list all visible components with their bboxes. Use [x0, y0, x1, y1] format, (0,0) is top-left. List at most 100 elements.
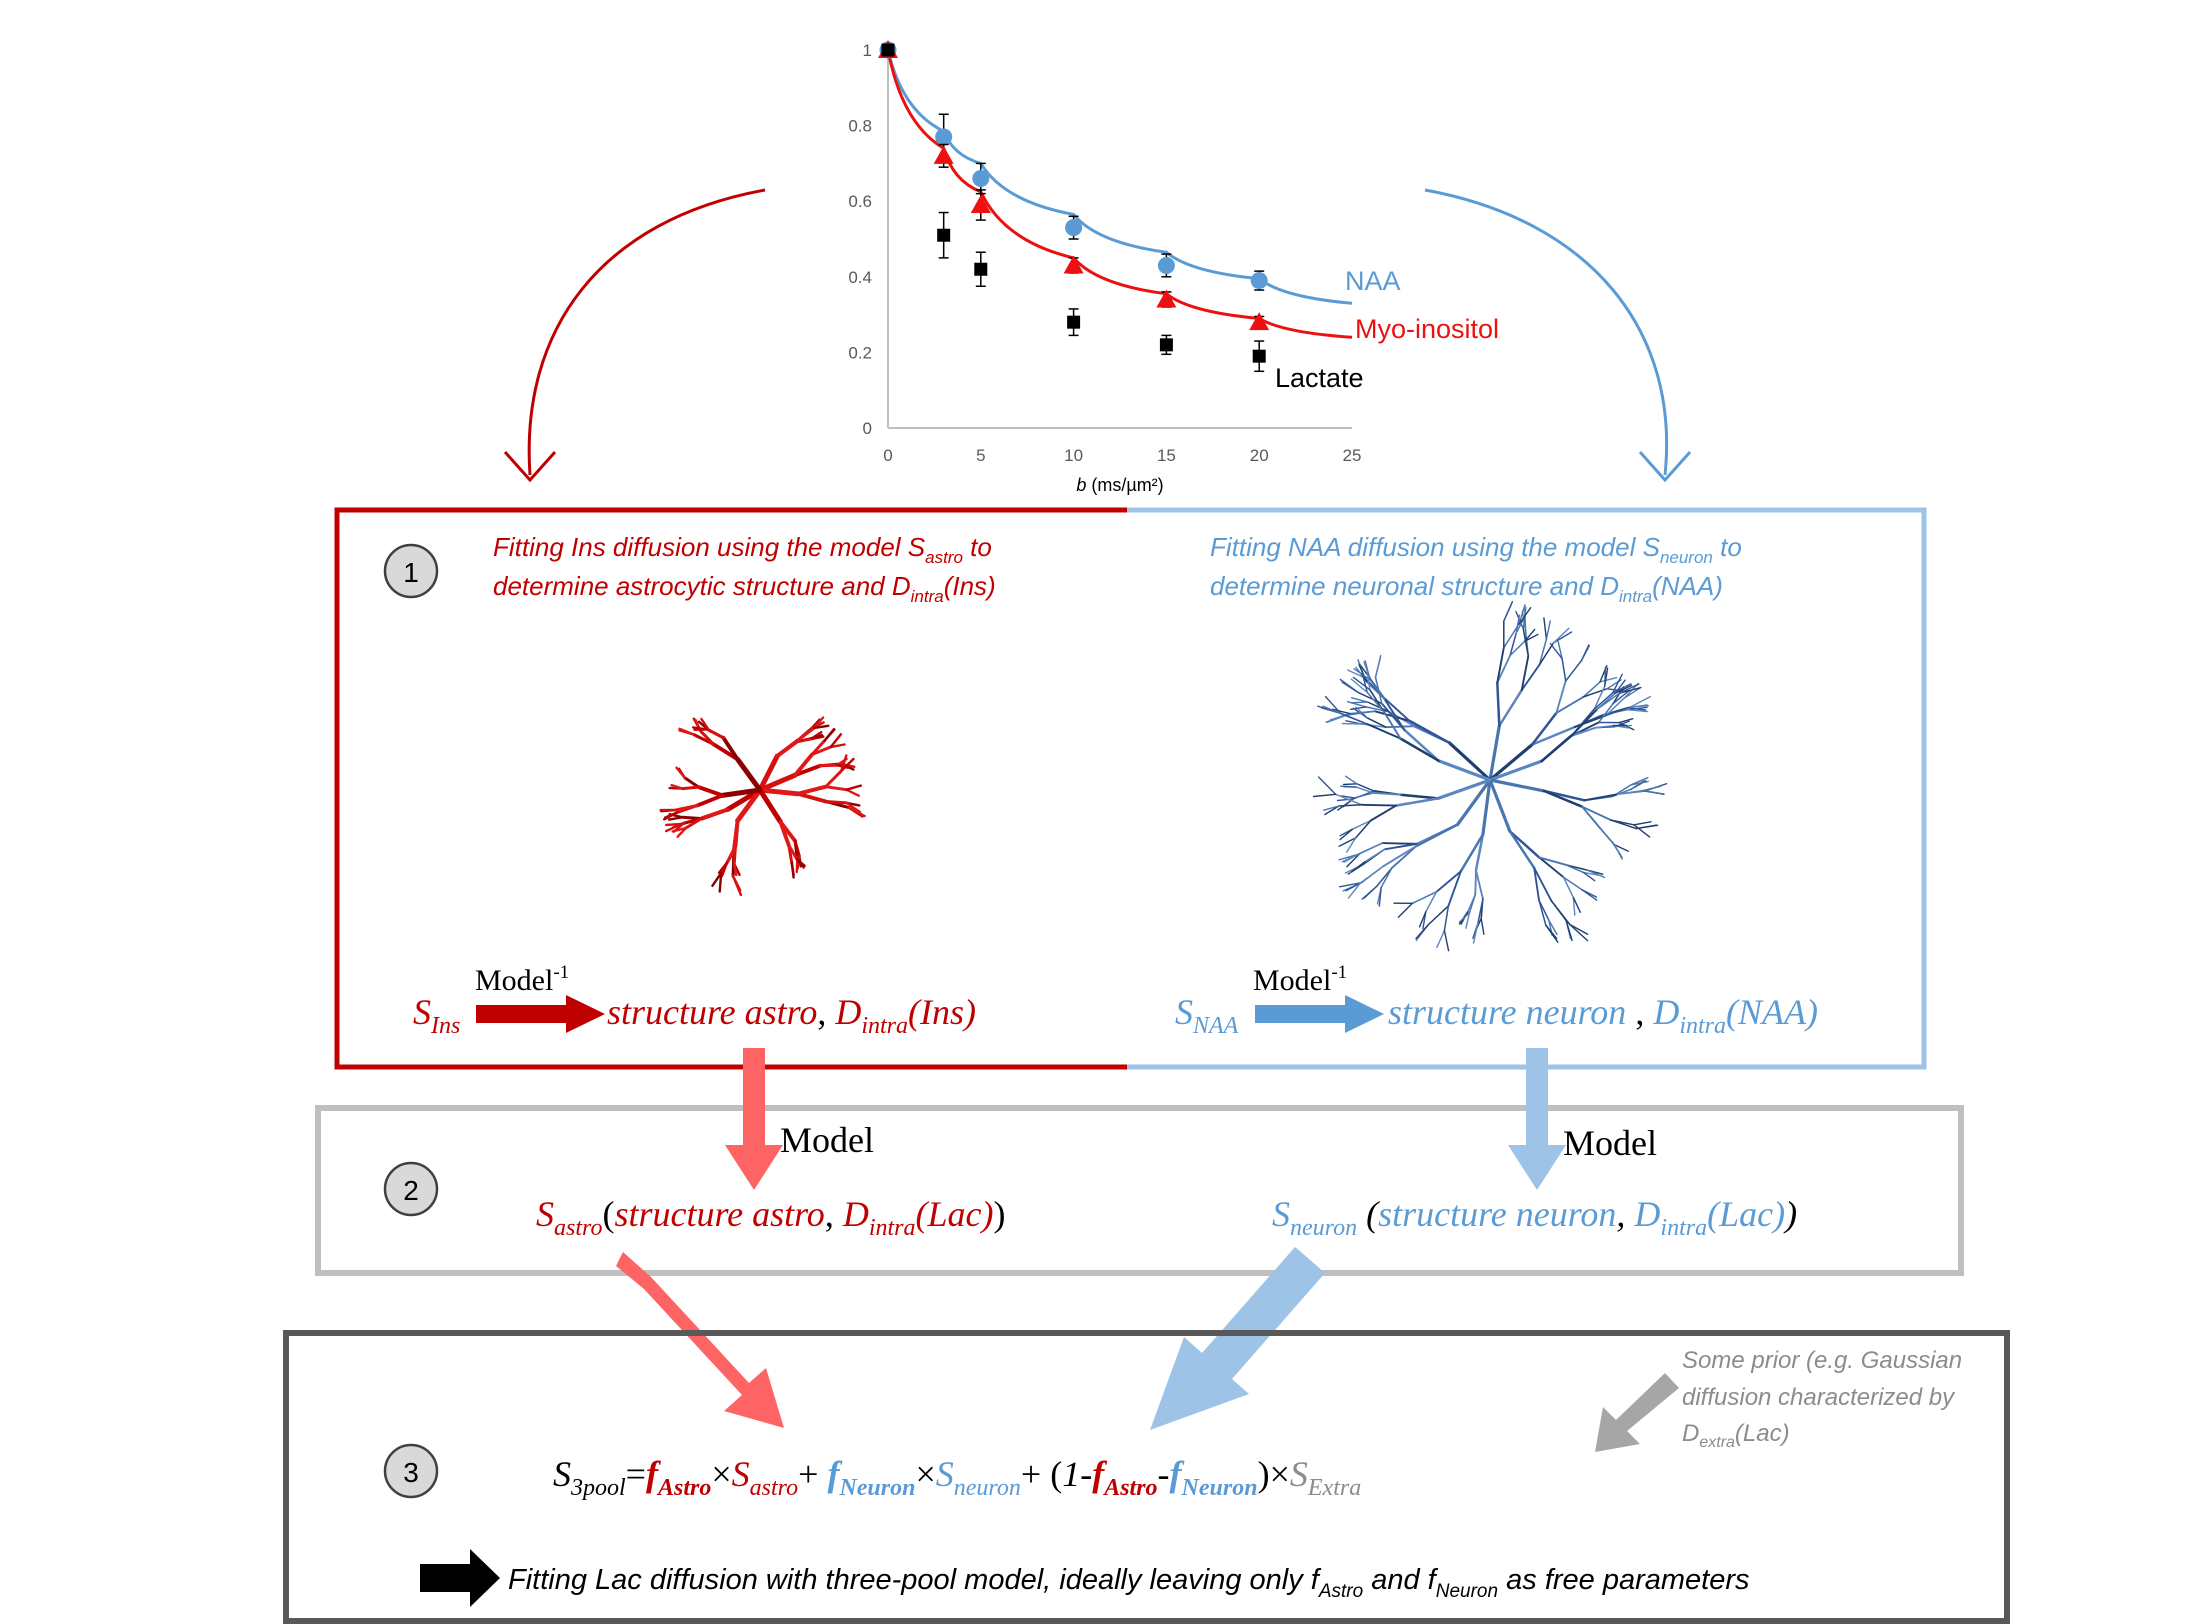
- astrocyte-branch: [826, 771, 841, 787]
- neuron-branch: [1497, 683, 1499, 726]
- neuron-branch: [1499, 690, 1521, 726]
- step3-red-diagonal-arrow: [616, 1252, 784, 1428]
- astrocyte-branch: [826, 802, 847, 803]
- astrocyte-branch: [777, 741, 797, 757]
- neuron-branch: [1346, 776, 1357, 784]
- neuron-branch: [1381, 868, 1392, 888]
- step1-number: 1: [403, 557, 419, 588]
- neuron-branch: [1476, 870, 1483, 898]
- neuron-branch: [1490, 761, 1542, 780]
- data-point-lactate: [1253, 350, 1266, 363]
- neuron-branch: [1364, 886, 1377, 898]
- neuron-branch: [1504, 624, 1519, 648]
- astrocyte-branch: [847, 790, 859, 796]
- neuron-branch: [1439, 761, 1491, 780]
- neuron-branch: [1319, 777, 1336, 794]
- series-label-myo-inositol: Myo-inositol: [1355, 314, 1499, 344]
- neuron-branch: [1643, 786, 1660, 790]
- fit-curve-myo-inositol: [888, 50, 1352, 337]
- step1-left-desc-line1: Fitting Ins diffusion using the model Sa…: [493, 532, 992, 567]
- step1-left-desc-line2: determine astrocytic structure and Dintr…: [493, 571, 996, 606]
- data-point-lactate: [882, 44, 895, 57]
- data-point-lactate: [1160, 338, 1173, 351]
- neuron-branch: [1490, 780, 1510, 831]
- neuron-branch: [1634, 822, 1651, 825]
- y-tick-labels: 00.20.40.60.81: [848, 41, 872, 438]
- bottom-black-arrow: [420, 1549, 500, 1607]
- neuron-branch: [1352, 821, 1371, 830]
- neuron-branch: [1340, 680, 1358, 693]
- data-point-lactate: [974, 263, 987, 276]
- y-tick-label: 1: [863, 41, 872, 60]
- neuron-branch: [1365, 849, 1385, 862]
- step1-left-s-ins: SIns: [413, 992, 460, 1039]
- step1-right-s-naa: SNAA: [1175, 992, 1239, 1039]
- y-tick-label: 0.6: [848, 192, 872, 211]
- step1-right-result: structure neuron , Dintra(NAA): [1388, 992, 1818, 1039]
- data-point-naa: [1158, 257, 1175, 274]
- astrocyte-branch: [798, 787, 826, 794]
- series-label-lactate: Lactate: [1275, 363, 1364, 393]
- x-tick-label: 20: [1250, 446, 1269, 465]
- x-axis-label: b (ms/µm²): [1076, 475, 1163, 495]
- step2-left-equation: Sastro(structure astro, Dintra(Lac)): [536, 1194, 1005, 1241]
- neuron-branch: [1504, 603, 1512, 621]
- step2-left-model-label: Model: [780, 1120, 874, 1160]
- neuron-branch: [1416, 825, 1457, 847]
- data-point-naa: [972, 170, 989, 187]
- astrocyte-branch: [798, 794, 826, 802]
- neuron-branch: [1339, 805, 1362, 806]
- y-tick-label: 0.4: [848, 268, 872, 287]
- neuron-branch: [1351, 702, 1367, 703]
- neuron-branch: [1344, 784, 1357, 785]
- y-tick-label: 0: [863, 419, 872, 438]
- neuron-branch: [1551, 901, 1570, 925]
- data-point-myo-inositol: [934, 146, 954, 164]
- neuron-branch: [1416, 925, 1429, 939]
- neuron-branch: [1490, 780, 1544, 791]
- astrocyte-branch: [733, 876, 741, 895]
- prior-note-line3: Dextra(Lac): [1682, 1420, 1790, 1451]
- step1-right-desc-line2: determine neuronal structure and Dintra(…: [1210, 571, 1723, 606]
- neuron-branch: [1539, 643, 1553, 665]
- x-tick-label: 10: [1064, 446, 1083, 465]
- astrocyte-branch: [683, 787, 699, 789]
- neuron-branch: [1643, 791, 1661, 794]
- neuron-branch: [1373, 793, 1400, 795]
- neuron-branch: [1396, 798, 1438, 805]
- neuron-branch: [1360, 843, 1382, 853]
- neuron-branch: [1582, 890, 1597, 897]
- neuron-branch: [1544, 618, 1547, 639]
- neuron-branch: [1361, 866, 1384, 883]
- neuron-branch: [1362, 805, 1396, 806]
- decay-chart: 00.20.40.60.81 0510152025 b (ms/µm²) NAA…: [848, 40, 1499, 495]
- neuron-branch: [1382, 843, 1417, 844]
- data-point-lactate: [937, 229, 950, 242]
- astrocyte-branch: [760, 790, 798, 794]
- step1-left-result: structure astro, Dintra(Ins): [607, 992, 976, 1039]
- data-point-naa: [1251, 272, 1268, 289]
- series-label-naa: NAA: [1345, 266, 1401, 296]
- x-tick-label: 5: [976, 446, 985, 465]
- neuron-branch: [1376, 656, 1381, 678]
- astrocyte-branch: [760, 790, 781, 822]
- astrocyte-branch: [699, 787, 723, 795]
- prior-note-line1: Some prior (e.g. Gaussian: [1682, 1347, 1962, 1374]
- prior-note-line2: diffusion characterized by: [1682, 1384, 1956, 1411]
- neuron-branch: [1314, 794, 1336, 796]
- step3-number: 3: [403, 1457, 419, 1488]
- astrocyte-branch: [736, 821, 738, 846]
- x-tick-label: 25: [1343, 446, 1362, 465]
- astrocyte-branch: [669, 817, 682, 819]
- astrocyte-branch: [709, 730, 724, 738]
- neuron-branch: [1401, 795, 1439, 799]
- neuron-branch: [1566, 661, 1582, 681]
- data-point-naa: [935, 128, 952, 145]
- step3-equation: S3pool=fAstro×Sastro+ fNeuron×Sneuron+ (…: [553, 1454, 1361, 1501]
- prior-gray-arrow: [1595, 1373, 1679, 1452]
- neuron-branch: [1354, 793, 1373, 798]
- astrocyte-branch: [697, 795, 722, 805]
- bottom-conclusion-text: Fitting Lac diffusion with three-pool mo…: [508, 1564, 1750, 1602]
